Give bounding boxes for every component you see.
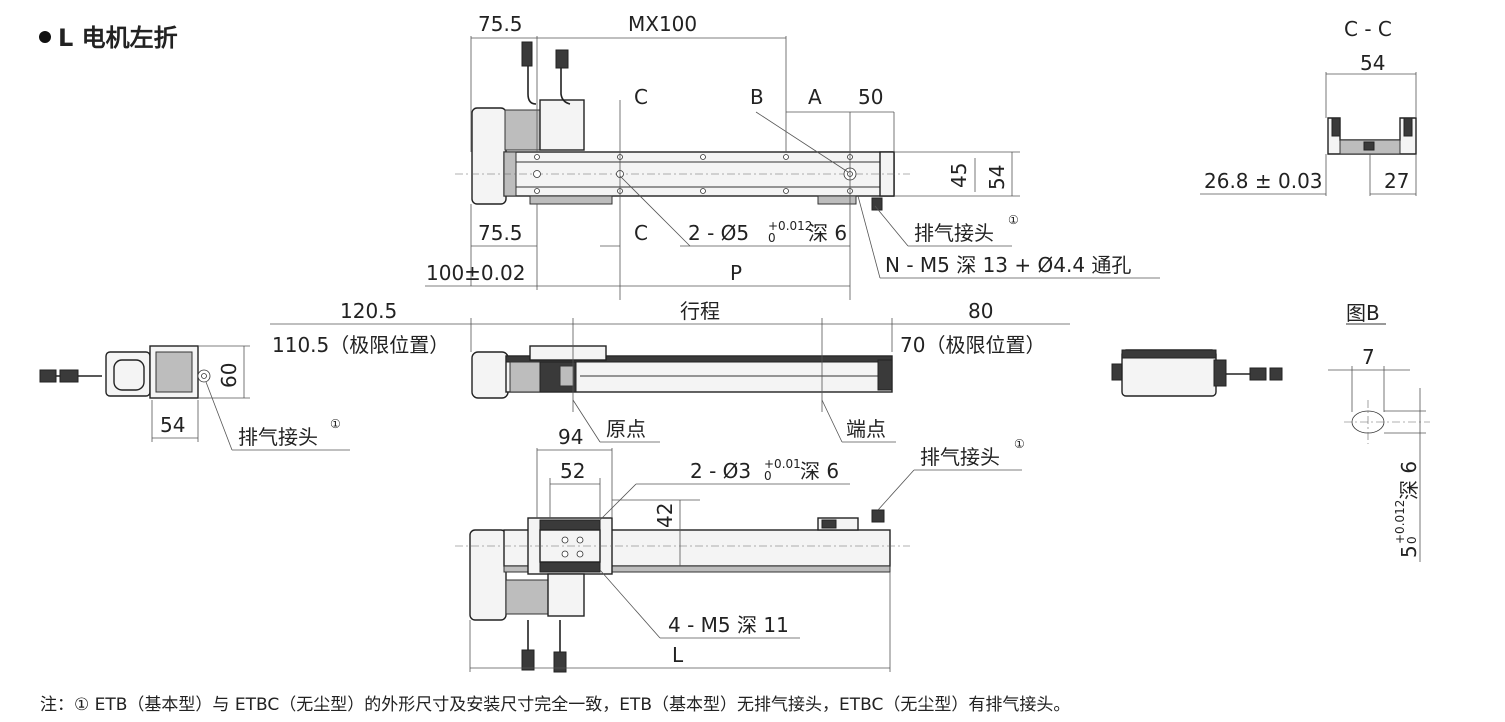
footer-note: 注：① ETB（基本型）与 ETBC（无尘型）的外形尺寸及安装尺寸完全一致，ET… <box>40 695 1070 715</box>
figure-b-title: 图B <box>1346 301 1380 325</box>
bot-hole-tol-down: 0 <box>764 469 772 483</box>
dim-120-5: 120.5 <box>340 299 397 323</box>
thread-spec-m5: 4 - M5 深 11 <box>668 613 789 637</box>
hole-tol-up: +0.012 <box>768 219 812 233</box>
page-title: L 电机左折 <box>58 24 178 52</box>
figure-b <box>1328 323 1430 562</box>
dim-figb-7: 7 <box>1362 345 1375 369</box>
vent-note-marker-left: ① <box>330 417 341 431</box>
title-bullet <box>39 31 51 43</box>
dim-cc-27: 27 <box>1384 169 1409 193</box>
dim-110-5-limit: 110.5（极限位置） <box>272 333 449 357</box>
dim-top-75-5-b: 75.5 <box>478 221 523 245</box>
thread-spec-n: N - M5 深 13 + Ø4.4 通孔 <box>885 253 1131 277</box>
dim-top-50: 50 <box>858 85 883 109</box>
vent-note-marker-bottom: ① <box>1014 437 1025 451</box>
dim-a: A <box>808 85 822 109</box>
dim-p: P <box>730 261 742 285</box>
dim-top-75-5-a: 75.5 <box>478 12 523 36</box>
origin-label: 原点 <box>606 417 646 441</box>
dim-stroke: 行程 <box>680 299 720 323</box>
section-cc <box>1200 72 1417 196</box>
hole-spec-top: 2 - Ø5 <box>688 221 749 245</box>
dim-left-60: 60 <box>217 363 241 388</box>
label-b: B <box>750 85 764 109</box>
section-c-bottom: C <box>634 221 648 245</box>
figb-depth-value: 5 <box>1397 545 1421 558</box>
dim-70-limit: 70（极限位置） <box>900 333 1045 357</box>
dim-bottom-94: 94 <box>558 425 583 449</box>
vent-label-top: 排气接头 <box>914 221 994 245</box>
bot-hole-tol-up: +0.01 <box>764 457 801 471</box>
dim-80: 80 <box>968 299 993 323</box>
side-view <box>270 318 1070 443</box>
hole-tol-down: 0 <box>768 231 776 245</box>
bottom-view <box>455 448 1022 673</box>
dim-cc-26-8: 26.8 ± 0.03 <box>1204 169 1323 193</box>
right-end-view <box>1111 349 1283 397</box>
figb-depth-text: 深 6 <box>1397 461 1421 500</box>
figb-tol-up: +0.012 <box>1393 500 1407 544</box>
dim-left-54: 54 <box>160 413 185 437</box>
figb-tol-down: 0 <box>1405 536 1419 544</box>
section-c-top: C <box>634 85 648 109</box>
hole-depth-bottom: 深 6 <box>800 459 839 483</box>
section-cc-title: C - C <box>1344 17 1392 41</box>
dim-cc-54: 54 <box>1360 51 1385 75</box>
vent-label-left: 排气接头 <box>238 425 318 449</box>
dim-l: L <box>672 643 684 667</box>
dim-bottom-42: 42 <box>653 503 677 528</box>
end-point-label: 端点 <box>846 417 886 441</box>
dim-bottom-52: 52 <box>560 459 585 483</box>
vent-label-bottom: 排气接头 <box>920 445 1000 469</box>
dim-mx100: MX100 <box>628 12 697 36</box>
dim-100: 100±0.02 <box>426 261 525 285</box>
left-end-view <box>39 345 350 451</box>
hole-spec-bottom: 2 - Ø3 <box>690 459 751 483</box>
vent-note-marker-top: ① <box>1008 213 1019 227</box>
top-view <box>425 36 1160 300</box>
figb-depth-group: 5 +0.012 0 深 6 <box>1393 461 1421 558</box>
dim-top-45: 45 <box>947 163 971 188</box>
dim-top-54: 54 <box>985 165 1009 190</box>
hole-depth-top: 深 6 <box>808 221 847 245</box>
